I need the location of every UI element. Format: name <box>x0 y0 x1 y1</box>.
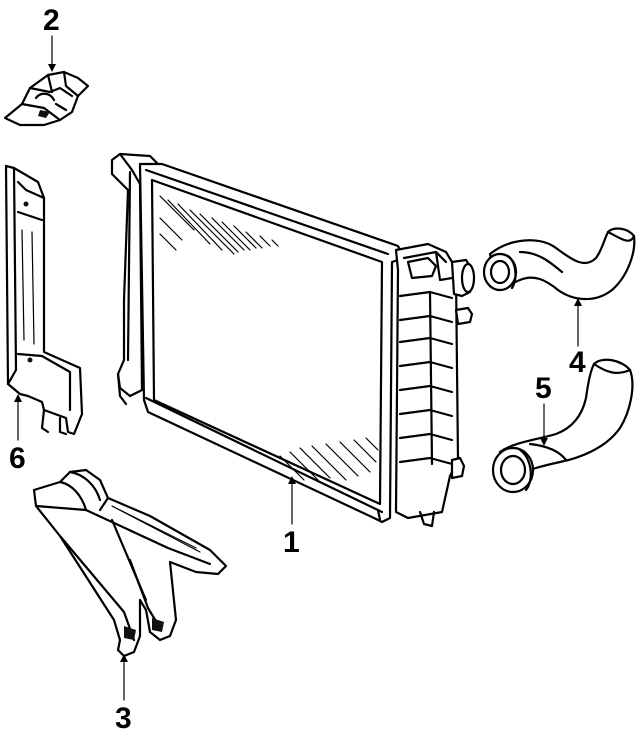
lower-air-deflector-icon <box>32 468 228 658</box>
callout-4: 4 <box>569 346 586 379</box>
callout-1: 1 <box>283 526 300 559</box>
radiator-icon <box>110 152 476 528</box>
callout-3: 3 <box>115 702 132 731</box>
side-baffle-icon <box>4 164 84 436</box>
callout-6: 6 <box>9 442 26 475</box>
callout-5: 5 <box>535 372 552 405</box>
callout-2: 2 <box>43 4 60 37</box>
mounting-bracket-icon <box>3 70 90 127</box>
leader-arrows <box>14 35 582 701</box>
lower-hose-icon <box>491 358 634 494</box>
upper-hose-icon <box>482 227 636 301</box>
